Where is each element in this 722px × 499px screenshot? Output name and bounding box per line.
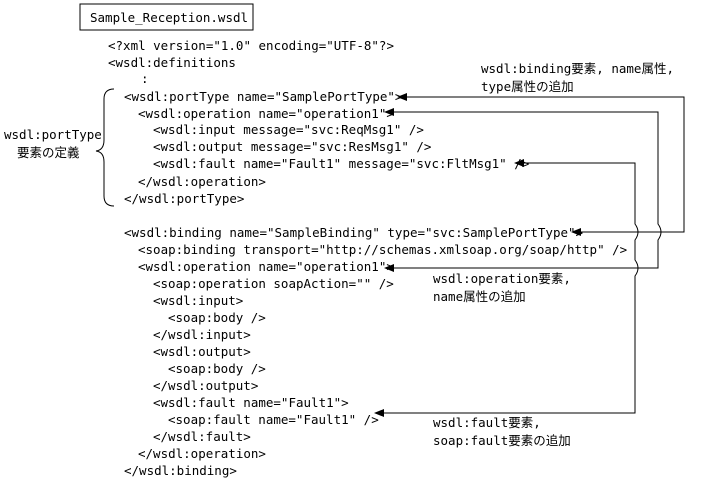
connector-fault (383, 162, 639, 414)
code-line: <wsdl:output> (153, 344, 251, 359)
code-line: <soap:body /> (168, 361, 266, 376)
code-line: <wsdl:input> (153, 293, 243, 308)
connector-operation (392, 111, 662, 269)
code-line: <wsdl:output message="svc:ResMsg1" /> (153, 139, 431, 154)
note-operation-line2: name属性の追加 (433, 289, 526, 304)
note-operation-line1: wsdl:operation要素, (433, 271, 571, 286)
note-fault-line2: soap:fault要素の追加 (433, 433, 571, 448)
arrowhead-binding (571, 228, 581, 236)
code-line: <soap:fault name="Fault1" /> (168, 412, 379, 427)
code-line: <soap:binding transport="http://schemas.… (138, 242, 627, 257)
code-line: </wsdl:input> (153, 327, 251, 342)
arrowhead-fault (374, 409, 384, 417)
title-box (79, 3, 254, 31)
left-label-line2: 要素の定義 (17, 145, 80, 160)
code-line: <wsdl:operation name="operation1"> (138, 106, 394, 121)
note-binding-line1: wsdl:binding要素, name属性, (481, 61, 674, 76)
left-label-line1: wsdl:portType (4, 127, 102, 142)
curly-brace (95, 88, 115, 207)
code-line: <wsdl:operation name="operation1"> (138, 259, 394, 274)
connector-binding (405, 96, 685, 233)
note-fault-line1: wsdl:fault要素, (433, 415, 541, 430)
code-line: <wsdl:definitions (108, 55, 236, 70)
arrowhead-porttype-source (397, 93, 407, 101)
code-line: : (141, 71, 149, 86)
note-binding-line2: type属性の追加 (481, 79, 574, 94)
code-line: <soap:operation soapAction="" /> (153, 276, 394, 291)
code-line: <wsdl:fault name="Fault1"> (153, 395, 349, 410)
title-text: Sample_Reception.wsdl (90, 10, 248, 25)
arrowhead-operation-source (384, 108, 394, 116)
code-line: <soap:body /> (168, 310, 266, 325)
code-line: </wsdl:binding> (124, 463, 237, 478)
code-line: <wsdl:portType name="SamplePortType"> (124, 89, 402, 104)
code-line: <?xml version="1.0" encoding="UTF-8"?> (108, 38, 394, 53)
code-line: </wsdl:operation> (138, 446, 266, 461)
code-line: <wsdl:fault name="Fault1" message="svc:F… (153, 156, 529, 171)
code-line: <wsdl:input message="svc:ReqMsg1" /> (153, 122, 424, 137)
code-block: <?xml version="1.0" encoding="UTF-8"?> <… (108, 38, 627, 478)
code-line: <wsdl:binding name="SampleBinding" type=… (124, 225, 583, 240)
arrowhead-operation (384, 264, 394, 272)
code-line: </wsdl:portType> (124, 191, 244, 206)
arrowhead-fault-source (514, 159, 524, 167)
code-line: </wsdl:output> (153, 378, 258, 393)
code-line: </wsdl:fault> (153, 429, 251, 444)
code-line: </wsdl:operation> (138, 174, 266, 189)
